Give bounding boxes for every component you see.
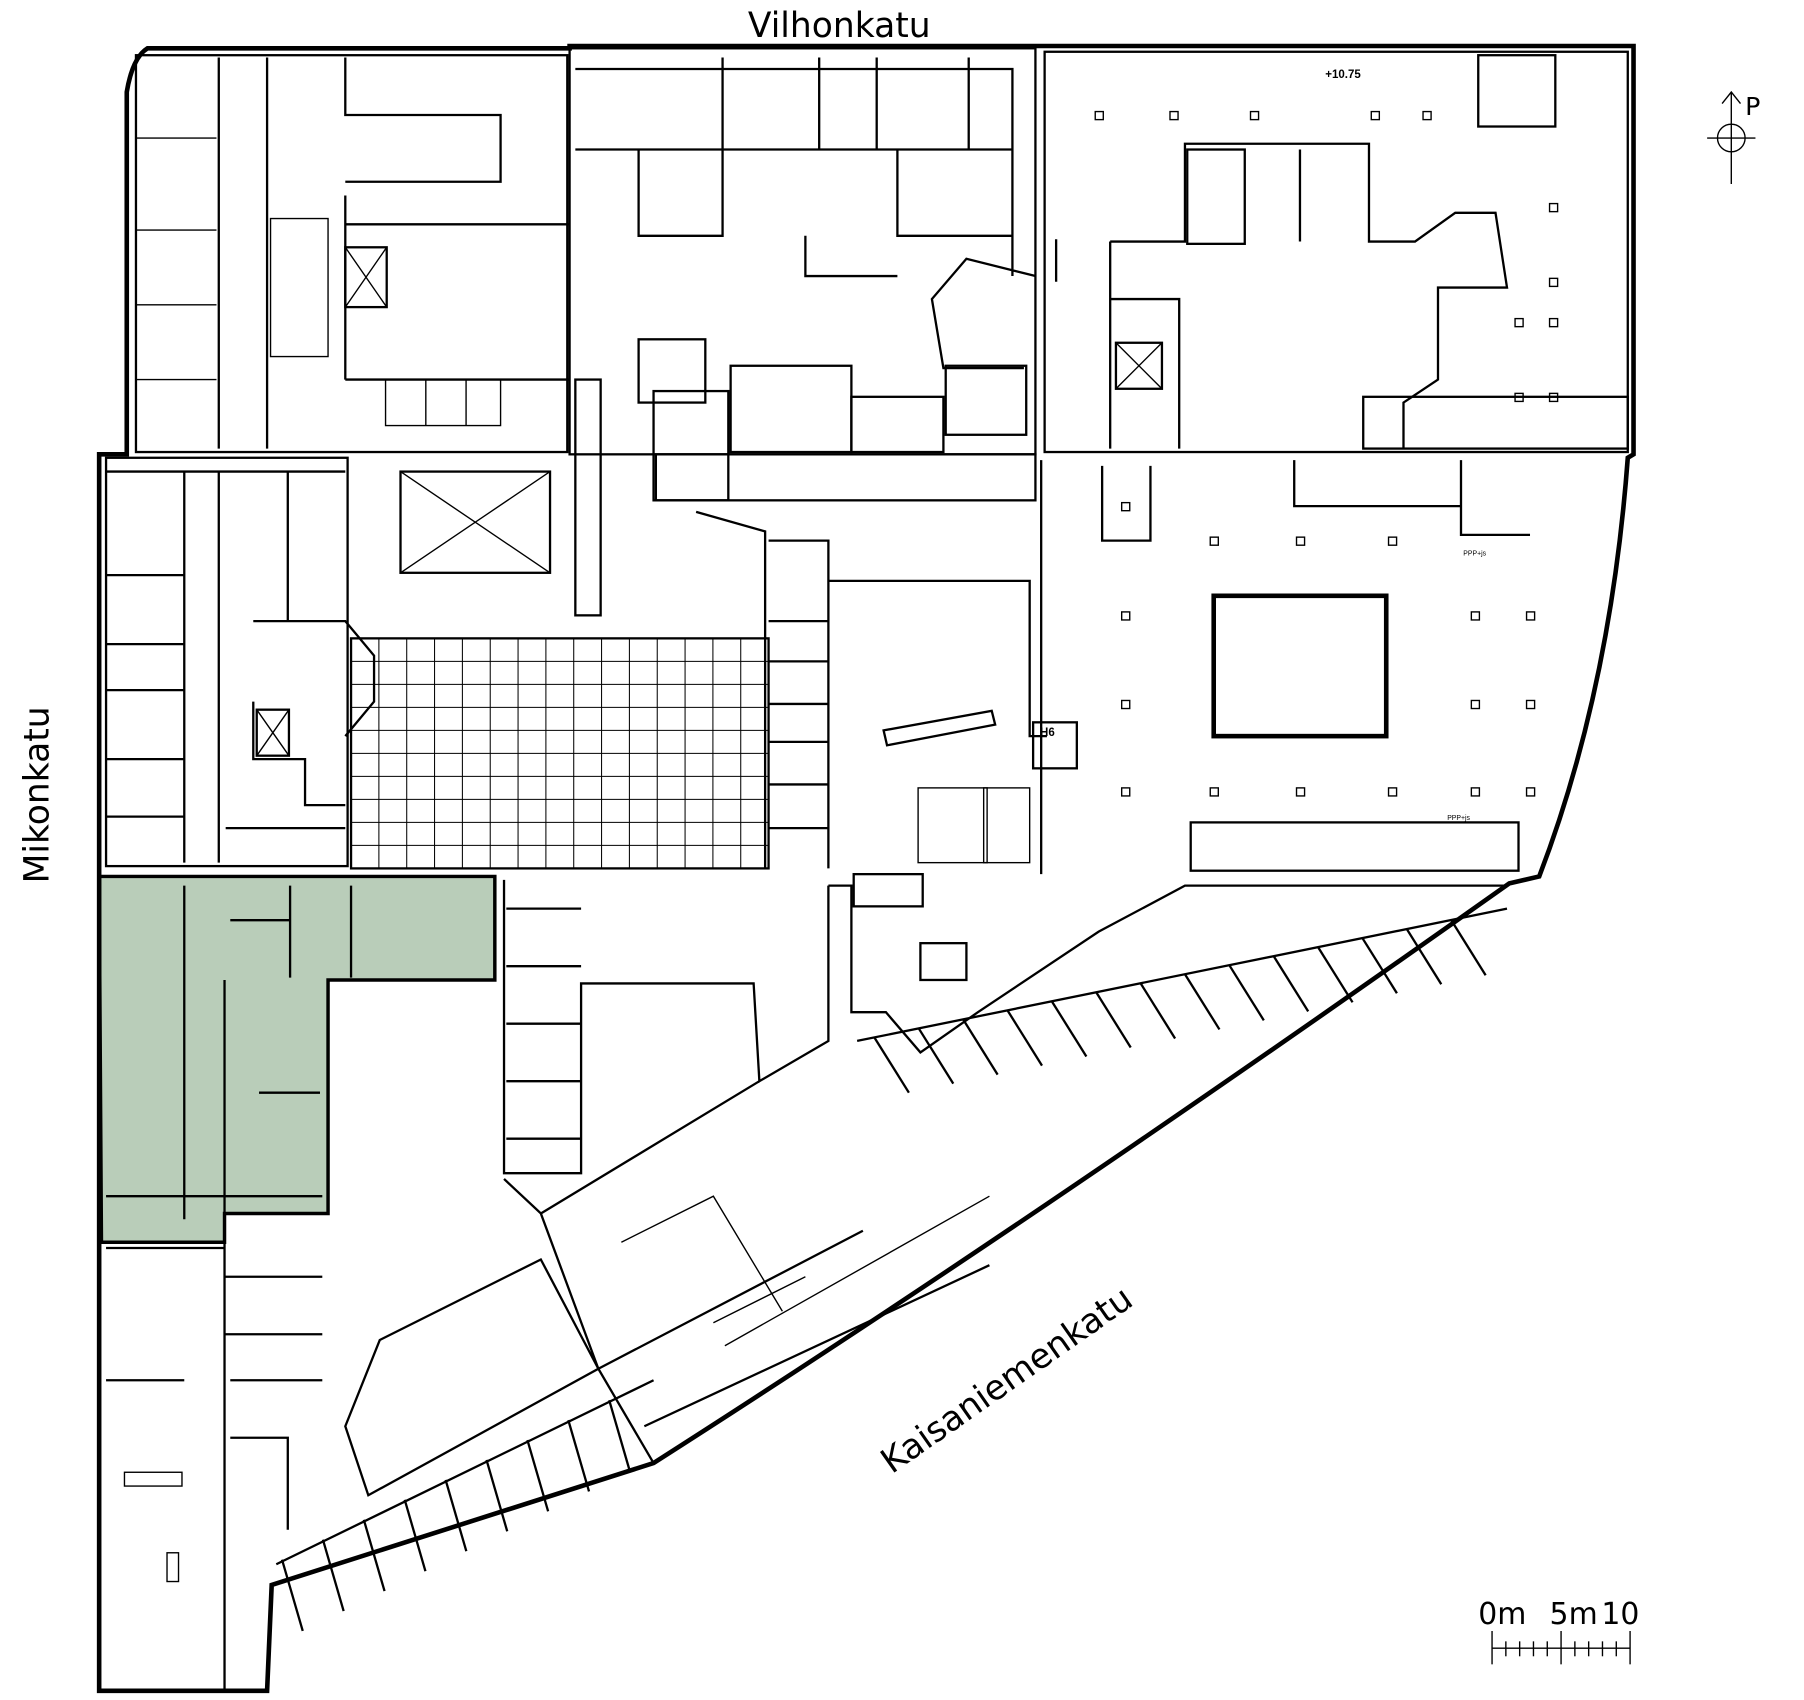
column [1470, 611, 1481, 621]
north-letter: P [1745, 92, 1760, 121]
scale-bar: 0m 5m 10 [1478, 1597, 1639, 1665]
partition [1006, 1009, 1043, 1067]
street-label-mikonkatu: Mikonkatu [18, 706, 58, 883]
skylight [399, 470, 552, 574]
partition [485, 1459, 509, 1532]
partition [1361, 937, 1398, 994]
street-label-vilhonkatu: Vilhonkatu [748, 6, 931, 46]
partition [917, 1027, 955, 1085]
block-northwest [134, 54, 570, 454]
column [1295, 536, 1306, 546]
column [1120, 699, 1131, 710]
partition [321, 1539, 345, 1612]
room-h6-label: H6 [1040, 727, 1055, 739]
column [1525, 611, 1536, 621]
partition [403, 1499, 427, 1572]
column [1422, 110, 1432, 121]
column [1249, 110, 1260, 121]
column [1525, 699, 1536, 710]
elevation-label: +10.75 [1325, 69, 1361, 81]
block-center [654, 453, 1047, 908]
highlighted-area[interactable] [97, 874, 497, 1244]
partition [362, 1519, 386, 1592]
partition [526, 1439, 550, 1512]
block-west-middle [104, 456, 376, 868]
block-north [568, 47, 1037, 617]
north-arrow-icon: P [1707, 90, 1760, 185]
partition [608, 1399, 632, 1472]
column [1094, 110, 1104, 121]
partition [873, 1036, 910, 1094]
column [1514, 317, 1524, 328]
column [1209, 787, 1219, 797]
block-east-middle: H6 PPP+js PPP+js [1031, 110, 1559, 875]
partition [1317, 946, 1354, 1003]
block-southwest [106, 885, 353, 1691]
partition [1405, 928, 1443, 985]
partition [1183, 973, 1221, 1031]
partition [280, 1559, 304, 1632]
scale-label-10: 10 [1601, 1597, 1639, 1632]
block-south-center [344, 879, 1508, 1497]
column [1514, 392, 1524, 403]
partition [1272, 955, 1310, 1012]
partition [1050, 1000, 1088, 1058]
column [1120, 501, 1131, 512]
scale-label-5: 5m [1550, 1597, 1598, 1632]
partition [1095, 991, 1132, 1049]
scale-label-0: 0m [1478, 1597, 1526, 1632]
ppp-label: PPP+js [1447, 815, 1470, 822]
building-outline [96, 43, 1636, 1694]
partition [1228, 964, 1265, 1022]
column [1548, 392, 1559, 403]
courtyard-glass-roof [349, 637, 770, 870]
column [1387, 536, 1398, 546]
partition [1450, 919, 1487, 976]
partition [567, 1419, 591, 1492]
atrium-opening [1211, 593, 1389, 739]
column [1209, 536, 1219, 546]
street-front-rooms [275, 907, 1508, 1632]
column [1295, 787, 1306, 797]
column [1548, 317, 1559, 328]
street-label-kaisaniemenkatu: Kaisaniemenkatu [874, 1279, 1140, 1482]
column [1470, 699, 1481, 710]
escalator [882, 709, 997, 747]
column [1169, 110, 1179, 121]
column [1525, 787, 1536, 797]
partition [1139, 982, 1177, 1040]
column [1370, 110, 1381, 121]
partition [444, 1479, 468, 1552]
partition [962, 1018, 999, 1076]
ppp-label: PPP+js [1463, 551, 1486, 558]
block-northeast: +10.75 [1043, 50, 1629, 454]
columns [1094, 110, 1559, 797]
column [1120, 611, 1131, 621]
column [1548, 277, 1559, 288]
column [1387, 787, 1398, 797]
column [1470, 787, 1481, 797]
column [1548, 202, 1559, 213]
column [1120, 787, 1131, 797]
